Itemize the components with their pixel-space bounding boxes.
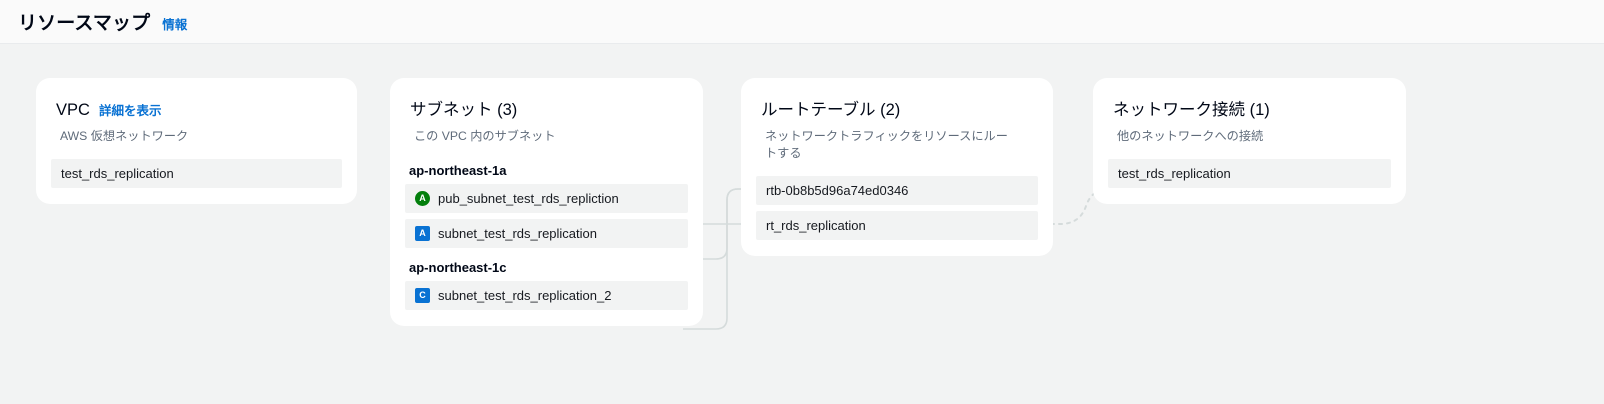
- card-vpc-subtitle: AWS 仮想ネットワーク: [60, 128, 189, 143]
- resource-map-canvas: VPC 詳細を表示 AWS 仮想ネットワーク test_rds_replicat…: [0, 44, 1604, 404]
- vpc-view-details-link[interactable]: 詳細を表示: [98, 104, 162, 118]
- list-item[interactable]: A pub_subnet_test_rds_repliction: [405, 183, 688, 213]
- card-subnets: サブネット (3) この VPC 内のサブネット ap-northeast-1a…: [390, 78, 703, 326]
- card-network-connections-head: ネットワーク接続 (1) 他のネットワークへの接続: [1093, 78, 1406, 145]
- subnet-resource-label: subnet_test_rds_replication_2: [438, 287, 612, 303]
- card-vpc-title: VPC: [56, 101, 90, 119]
- private-subnet-icon: C: [415, 287, 430, 303]
- route-table-resource-label: rt_rds_replication: [766, 218, 866, 234]
- card-vpc-title-row: VPC 詳細を表示: [56, 100, 337, 121]
- card-network-connections-title-row: ネットワーク接続 (1): [1113, 100, 1386, 121]
- card-network-connections-body: test_rds_replication: [1093, 145, 1406, 204]
- card-subnets-title-row: サブネット (3): [410, 100, 683, 121]
- card-network-connections-subtitle: 他のネットワークへの接続: [1117, 128, 1264, 143]
- page-title-row: リソースマップ 情報: [18, 8, 187, 35]
- private-subnet-icon: A: [415, 225, 430, 241]
- card-route-tables-head: ルートテーブル (2) ネットワークトラフィックをリソースにルートする: [741, 78, 1053, 162]
- card-route-tables-body: rtb-0b8b5d96a74ed0346 rt_rds_replication: [741, 162, 1053, 256]
- page-header: リソースマップ 情報: [0, 0, 1604, 44]
- network-connection-resource-label: test_rds_replication: [1118, 165, 1231, 181]
- card-vpc-head: VPC 詳細を表示 AWS 仮想ネットワーク: [36, 78, 357, 145]
- list-item[interactable]: test_rds_replication: [1108, 158, 1391, 188]
- card-vpc: VPC 詳細を表示 AWS 仮想ネットワーク test_rds_replicat…: [36, 78, 357, 204]
- card-network-connections: ネットワーク接続 (1) 他のネットワークへの接続 test_rds_repli…: [1093, 78, 1406, 204]
- card-subnets-head: サブネット (3) この VPC 内のサブネット: [390, 78, 703, 145]
- card-route-tables-subtitle: ネットワークトラフィックをリソースにルートする: [765, 128, 1008, 160]
- list-item[interactable]: rt_rds_replication: [756, 211, 1038, 241]
- list-item[interactable]: A subnet_test_rds_replication: [405, 218, 688, 248]
- page-title: リソースマップ: [18, 13, 151, 34]
- subnet-resource-label: subnet_test_rds_replication: [438, 225, 597, 241]
- list-item[interactable]: rtb-0b8b5d96a74ed0346: [756, 176, 1038, 206]
- info-link[interactable]: 情報: [162, 18, 188, 32]
- card-route-tables-title-row: ルートテーブル (2): [761, 100, 1033, 121]
- list-item[interactable]: test_rds_replication: [51, 158, 342, 188]
- route-table-resource-label: rtb-0b8b5d96a74ed0346: [766, 183, 909, 199]
- card-route-tables-title: ルートテーブル (2): [761, 101, 901, 119]
- subnet-resource-label: pub_subnet_test_rds_repliction: [438, 190, 619, 206]
- list-item[interactable]: C subnet_test_rds_replication_2: [405, 280, 688, 310]
- card-network-connections-title: ネットワーク接続 (1): [1113, 101, 1270, 119]
- availability-zone-label: ap-northeast-1a: [409, 162, 507, 178]
- card-subnets-title: サブネット (3): [410, 101, 518, 119]
- card-vpc-body: test_rds_replication: [36, 145, 357, 204]
- card-subnets-subtitle: この VPC 内のサブネット: [414, 128, 556, 143]
- availability-zone-label: ap-northeast-1c: [409, 259, 507, 275]
- vpc-resource-label: test_rds_replication: [61, 165, 174, 181]
- public-subnet-icon: A: [415, 190, 430, 206]
- card-route-tables: ルートテーブル (2) ネットワークトラフィックをリソースにルートする rtb-…: [741, 78, 1053, 257]
- card-subnets-body: ap-northeast-1a A pub_subnet_test_rds_re…: [390, 145, 703, 326]
